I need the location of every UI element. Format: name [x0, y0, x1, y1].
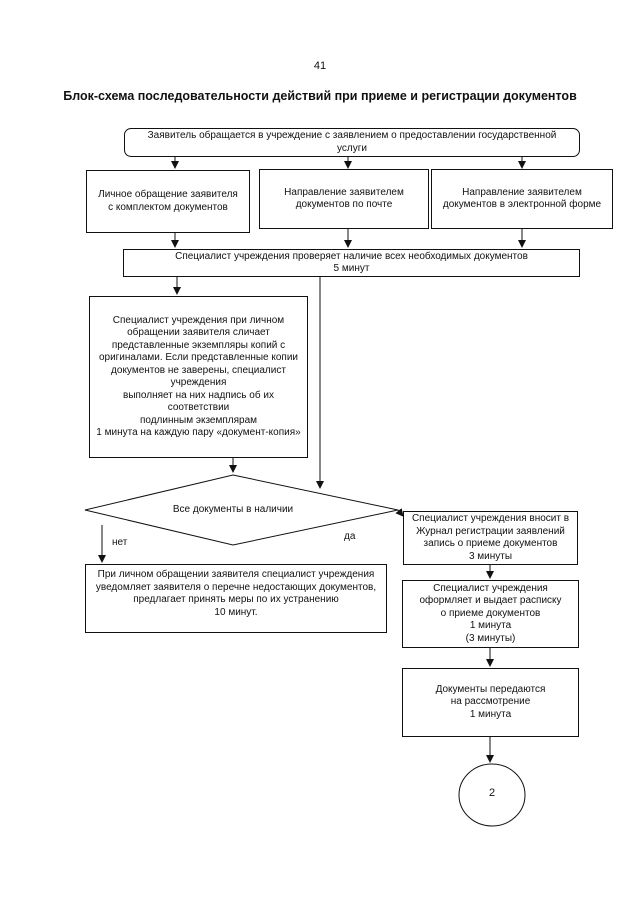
start-box: Заявитель обращается в учреждение с заяв…: [124, 128, 580, 157]
channel-electronic-box: Направление заявителем документов в элек…: [431, 169, 613, 229]
register-journal-text: Специалист учреждения вносит в Журнал ре…: [411, 513, 570, 562]
notify-missing-box: При личном обращении заявителя специалис…: [85, 564, 387, 633]
connector-circle: [458, 763, 526, 827]
notify-missing-text: При личном обращении заявителя специалис…: [95, 569, 377, 618]
check-documents-text: Специалист учреждения проверяет наличие …: [175, 250, 528, 275]
channel-electronic-text: Направление заявителем документов в элек…: [442, 186, 602, 211]
decision-yes-label: да: [344, 531, 356, 542]
verify-copies-text: Специалист учреждения при личном обращен…: [96, 314, 301, 439]
decision-no-label: нет: [112, 537, 128, 548]
issue-receipt-box: Специалист учреждения оформляет и выдает…: [402, 580, 579, 648]
transfer-documents-text: Документы передаются на рассмотрение 1 м…: [435, 683, 546, 720]
verify-copies-box: Специалист учреждения при личном обращен…: [89, 296, 308, 458]
channel-mail-box: Направление заявителем документов по поч…: [259, 169, 429, 229]
channel-personal-text: Личное обращение заявителя с комплектом …: [98, 189, 238, 213]
register-journal-box: Специалист учреждения вносит в Журнал ре…: [403, 511, 578, 565]
check-documents-box: Специалист учреждения проверяет наличие …: [123, 249, 580, 277]
issue-receipt-text: Специалист учреждения оформляет и выдает…: [419, 582, 562, 644]
arrow-decision-yes: [395, 508, 404, 517]
channel-mail-text: Направление заявителем документов по поч…: [284, 186, 404, 211]
decision-diamond: [84, 474, 399, 546]
page-title: Блок-схема последовательности действий п…: [63, 89, 577, 103]
start-text: Заявитель обращается в учреждение с заяв…: [147, 130, 557, 154]
page-number: 41: [313, 60, 327, 72]
channel-personal-box: Личное обращение заявителя с комплектом …: [86, 170, 250, 233]
connector-label: 2: [488, 787, 496, 799]
decision-text: Все документы в наличии: [172, 504, 294, 515]
transfer-documents-box: Документы передаются на рассмотрение 1 м…: [402, 668, 579, 737]
